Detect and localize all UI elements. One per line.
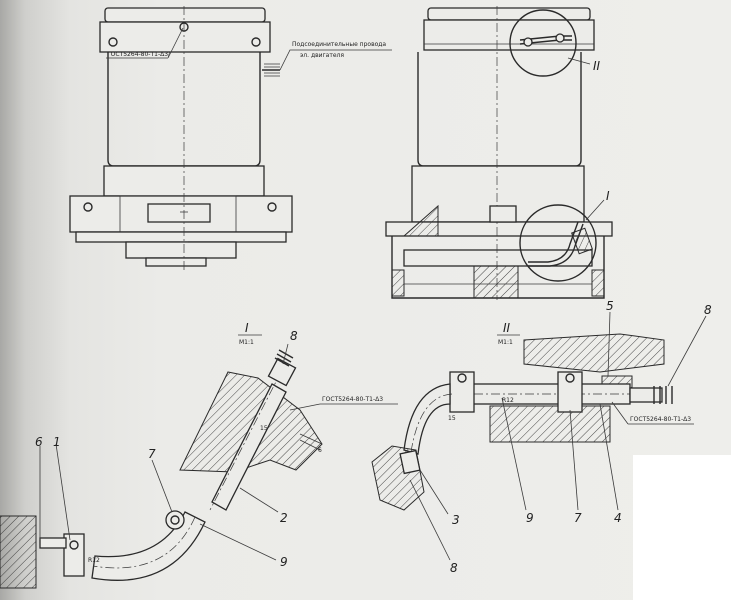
detail-II-radius: R12	[502, 397, 514, 404]
detail-II-part-4: 4	[614, 511, 622, 525]
motor-side-view: II I	[385, 6, 613, 300]
detail-II-standard: ГОСТ5264-80-Т1-Δ3	[630, 416, 691, 423]
detail-I-radius: R12	[88, 557, 100, 564]
wires-label-line1: Подсоединительные провода	[292, 41, 386, 48]
detail-I-part-2: 2	[280, 511, 288, 525]
standard-label-top: ГОСТ5264-80-Т1-Δ3/	[107, 51, 171, 58]
detail-II-weld: 15	[448, 415, 456, 422]
wires-label-line2: эл. двигателя	[300, 52, 344, 59]
blank-corner-area	[633, 455, 731, 600]
detail-II-part-8-bottom: 8	[450, 561, 458, 575]
detail-I-standard: ГОСТ5264-80-Т1-Δ3	[322, 396, 383, 403]
detail-II-scale: М1:1	[498, 339, 513, 346]
detail-II-part-7: 7	[574, 511, 582, 525]
detail-I-part-8: 8	[290, 329, 298, 343]
callout-I-label: I	[606, 189, 610, 203]
detail-I-part-1: 1	[53, 435, 61, 449]
motor-front-view: ГОСТ5264-80-Т1-Δ3/ Подсоединительные про…	[69, 6, 392, 272]
detail-I-view: I М1:1 6 15 R12 ГОСТ5264-80-Т1-Δ3 8 7	[0, 321, 398, 589]
detail-II-part-8-top: 8	[704, 303, 712, 317]
detail-I-part-6: 6	[35, 435, 43, 449]
detail-II-roman: II	[503, 321, 511, 335]
detail-II-part-5: 5	[606, 299, 614, 313]
detail-I-part-9: 9	[280, 555, 288, 569]
detail-II-view: II М1:1 15 R12 ГОСТ5264-80-Т1-Δ3 5 8	[371, 299, 712, 575]
detail-I-weld: 15	[260, 425, 268, 432]
detail-I-part-7: 7	[148, 447, 156, 461]
detail-I-roman: I	[245, 321, 249, 335]
detail-I-scale: М1:1	[239, 339, 254, 346]
detail-II-part-9: 9	[526, 511, 534, 525]
detail-II-part-3: 3	[452, 513, 460, 527]
detail-I-dim-6: 6	[318, 447, 322, 454]
callout-II-label: II	[593, 59, 601, 73]
